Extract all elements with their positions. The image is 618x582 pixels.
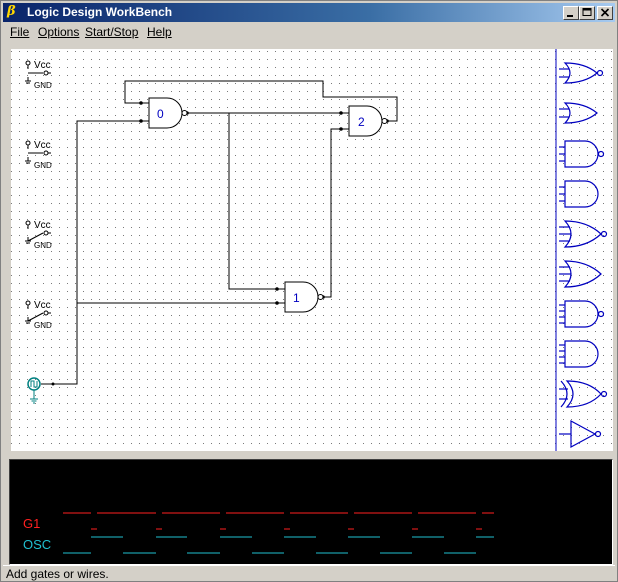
close-button[interactable]	[597, 6, 613, 20]
gnd-label: GND	[34, 321, 52, 330]
wires[interactable]	[53, 80, 398, 385]
title-bar[interactable]: β Logic Design WorkBench	[3, 3, 615, 22]
vcc-icon	[25, 140, 31, 149]
switch-lever	[27, 312, 44, 322]
trace-label-g1: G1	[23, 516, 40, 531]
ground-icon	[25, 237, 31, 244]
nand-gate-0[interactable]: 0	[141, 97, 188, 129]
maximize-icon	[582, 8, 592, 16]
not-gate-icon[interactable]	[559, 419, 602, 449]
minimize-button[interactable]	[563, 6, 579, 20]
wire[interactable]	[53, 120, 141, 385]
wire[interactable]	[228, 113, 277, 290]
vcc-icon	[25, 220, 31, 229]
input-switch-1[interactable]: Vcc GND	[25, 60, 52, 90]
vcc-icon	[25, 60, 31, 69]
status-text: Add gates or wires.	[6, 567, 109, 581]
nand-gate-1[interactable]: 1	[277, 281, 324, 313]
waveform-display: G1 OSC	[9, 459, 613, 565]
menu-file[interactable]: File	[10, 25, 30, 39]
xor-gate-icon[interactable]	[559, 380, 608, 408]
wire[interactable]	[321, 128, 341, 298]
gnd-label: GND	[34, 241, 52, 250]
menu-help[interactable]: Help	[147, 25, 172, 39]
gate-label: 0	[157, 107, 164, 121]
close-icon	[600, 8, 610, 17]
menu-bar: File Options Start/Stop Help	[3, 23, 615, 41]
vcc-label: Vcc	[34, 220, 51, 231]
gate-palette	[559, 62, 608, 449]
beta-icon[interactable]: β	[7, 4, 16, 19]
and-gate-icon[interactable]	[559, 140, 605, 168]
osc-waveform	[63, 536, 494, 554]
maximize-button[interactable]	[579, 6, 595, 20]
menu-start-stop[interactable]: Start/Stop	[85, 25, 139, 39]
g1-waveform	[63, 512, 494, 530]
switch-lever	[27, 232, 44, 242]
gnd-label: GND	[34, 81, 52, 90]
gnd-label: GND	[34, 161, 52, 170]
gate-label: 1	[293, 291, 300, 305]
nand-gate-2[interactable]: 2	[341, 105, 388, 137]
input-switch-2[interactable]: Vcc GND	[25, 140, 52, 170]
menu-options[interactable]: Options	[38, 25, 80, 39]
minimize-icon	[567, 15, 573, 17]
status-bar: Add gates or wires.	[3, 565, 615, 582]
and-gate-icon[interactable]	[559, 340, 599, 368]
window-title: Logic Design WorkBench	[27, 5, 173, 19]
vcc-label: Vcc	[34, 300, 51, 311]
or-gate-icon[interactable]	[559, 220, 608, 248]
input-switch-3[interactable]: Vcc GND	[25, 220, 52, 250]
ground-icon	[25, 77, 31, 84]
vcc-icon	[25, 300, 31, 309]
or-gate-icon[interactable]	[559, 62, 604, 84]
circuit-canvas[interactable]: Vcc GND Vcc GND Vcc	[11, 49, 613, 451]
clock-source[interactable]	[27, 377, 55, 404]
or-gate-icon[interactable]	[559, 260, 602, 288]
vcc-label: Vcc	[34, 140, 51, 151]
gate-label: 2	[358, 115, 365, 129]
ground-icon	[25, 157, 31, 164]
wire[interactable]	[124, 80, 398, 122]
trace-label-osc: OSC	[23, 537, 51, 552]
input-switch-4[interactable]: Vcc GND	[25, 300, 52, 330]
vcc-label: Vcc	[34, 60, 51, 71]
and-gate-icon[interactable]	[559, 300, 605, 328]
grid-background	[11, 49, 613, 451]
and-gate-icon[interactable]	[559, 180, 599, 208]
or-gate-icon[interactable]	[559, 102, 598, 124]
ground-icon	[25, 317, 31, 324]
